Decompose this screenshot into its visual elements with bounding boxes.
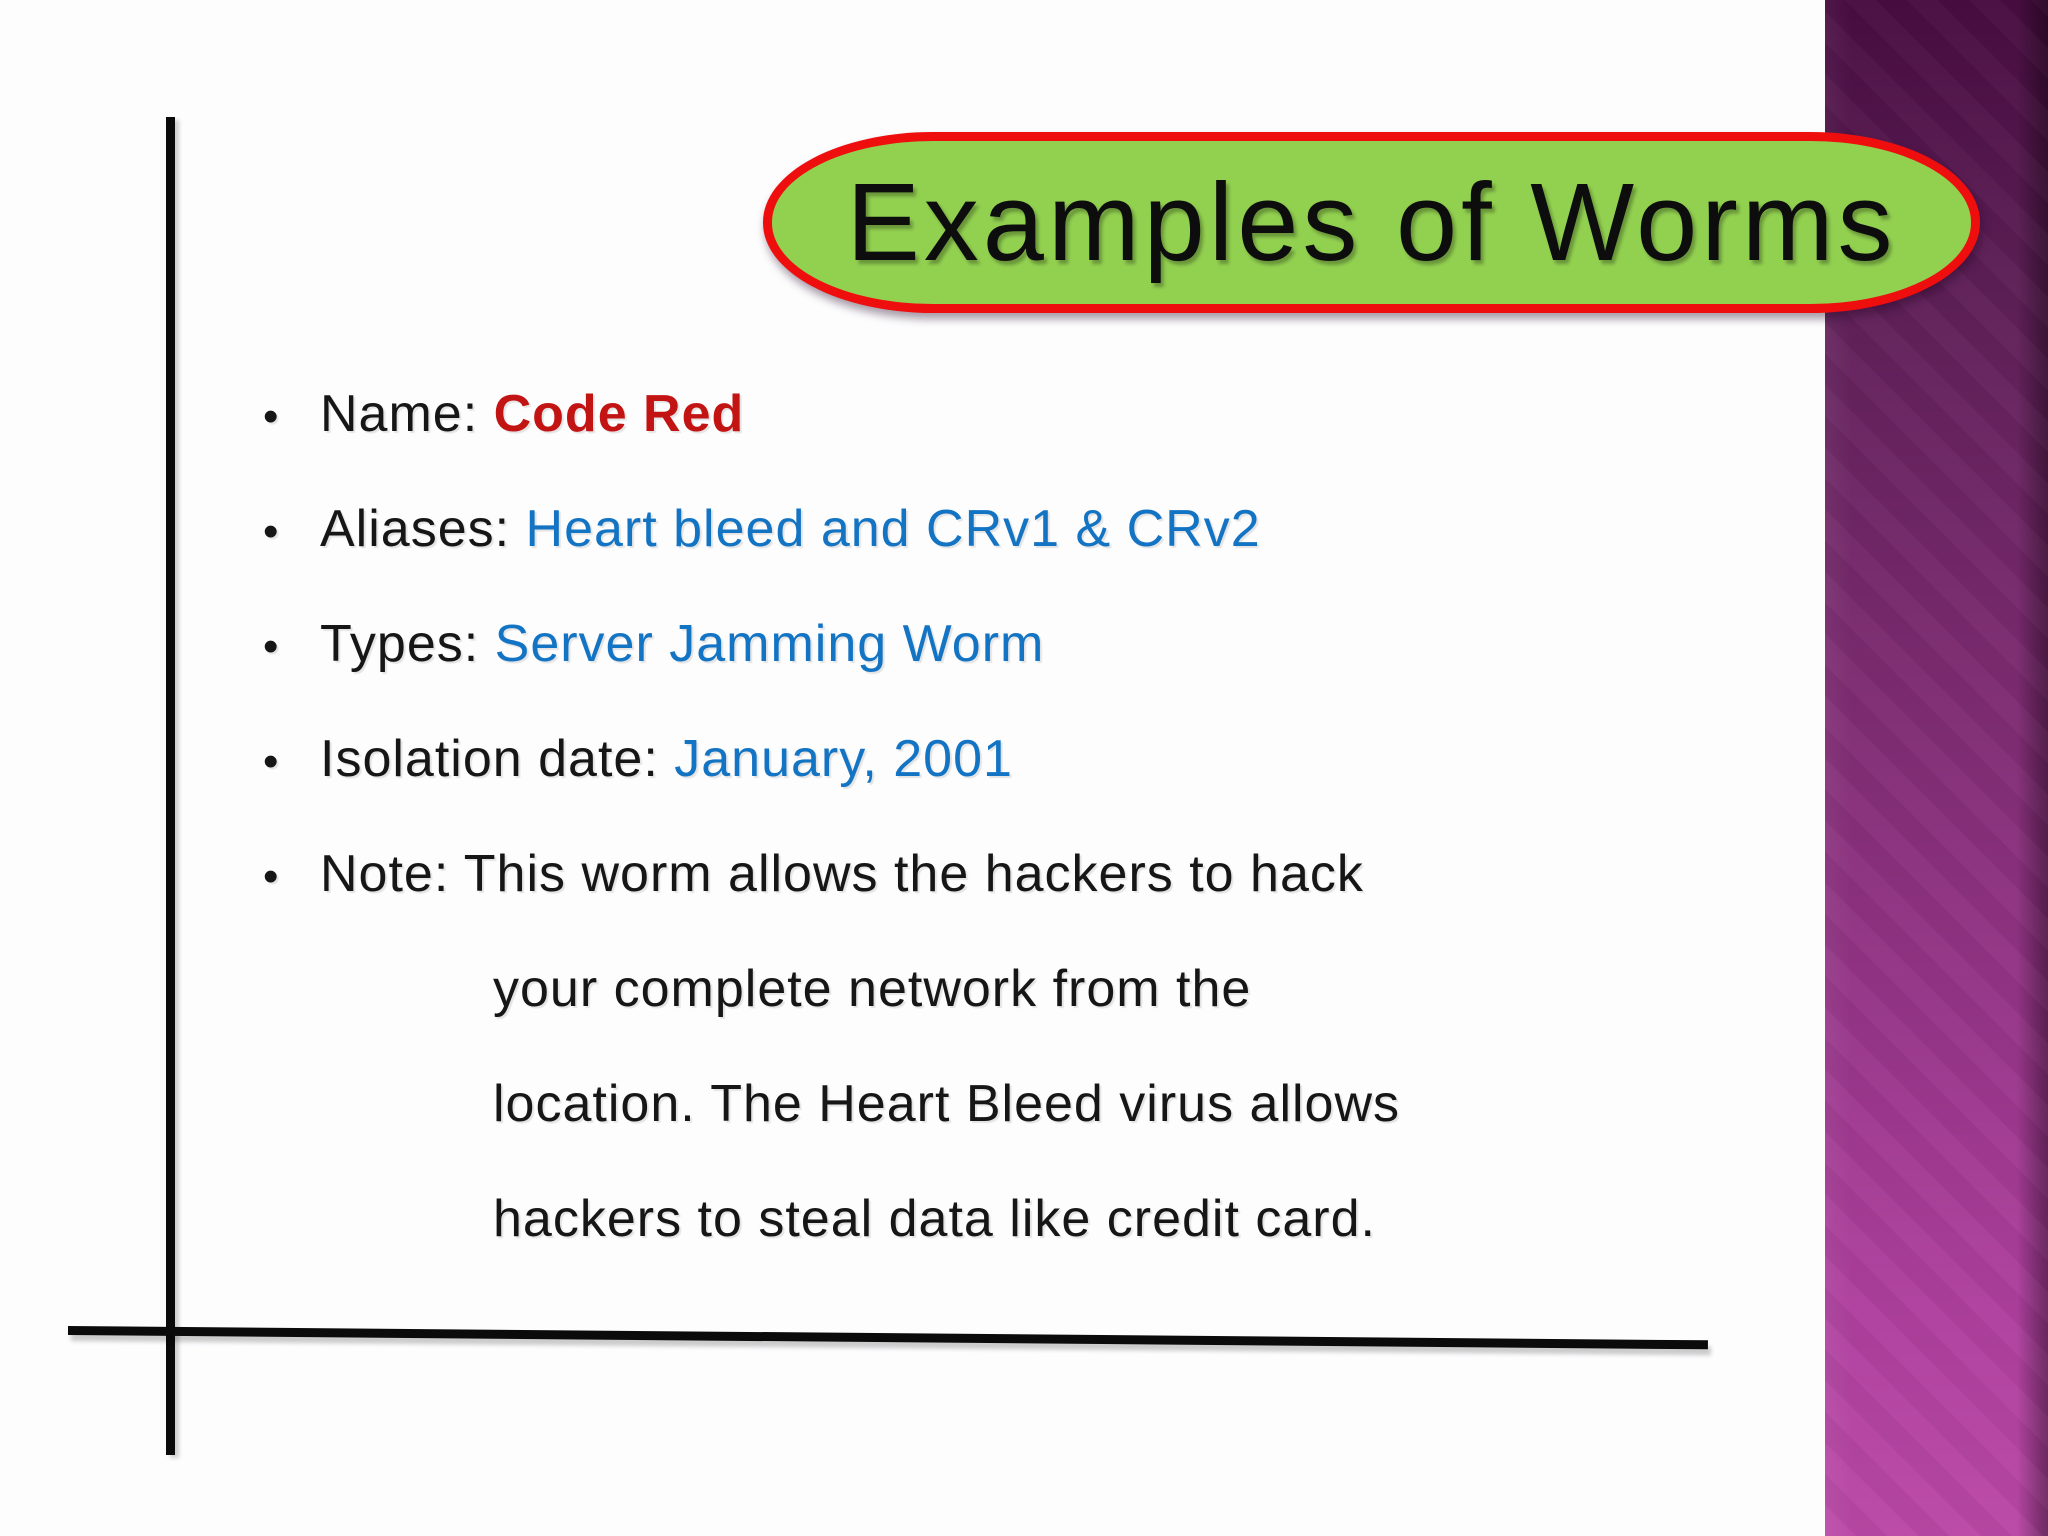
slide-title: Examples of Worms	[846, 160, 1897, 284]
bullet-text-segment: location. The Heart Bleed virus allows	[493, 1075, 1401, 1133]
bullet-text-segment: Note: This worm allows the hackers to ha…	[320, 845, 1364, 903]
bullet-list: • Name: Code Red • Aliases: Heart bleed and…	[263, 385, 1743, 1305]
title-oval: Examples of Worms	[763, 132, 1980, 313]
bullet-text-segment: Server Jamming Worm	[494, 615, 1045, 673]
bullet-item: • Aliases: Heart bleed and CRv1 & CRv2	[263, 500, 1743, 615]
bullet-text-segment: hackers to steal data like credit card.	[493, 1190, 1376, 1248]
bullet-icon: •	[263, 737, 280, 786]
bullet-continuation-line: location. The Heart Bleed virus allows	[263, 1075, 1743, 1190]
bullet-icon: •	[263, 392, 280, 441]
bullet-item: • Types: Server Jamming Worm	[263, 615, 1743, 730]
bullet-text-segment: Heart bleed and CRv1 & CRv2	[525, 500, 1261, 558]
bullet-text-segment: January, 2001	[674, 730, 1013, 788]
bullet-text-segment: Isolation date:	[320, 730, 675, 788]
bullet-text-segment: Aliases:	[320, 500, 526, 558]
bullet-icon: •	[263, 852, 280, 901]
bullet-text-segment: Name:	[320, 385, 494, 443]
bullet-icon: •	[263, 622, 280, 671]
bullet-continuation-line: hackers to steal data like credit card.	[263, 1190, 1743, 1305]
bullet-item: • Name: Code Red	[263, 385, 1743, 500]
bullet-continuation-line: your complete network from the	[263, 960, 1743, 1075]
horizontal-accent-line	[67, 1326, 1708, 1350]
vertical-accent-line	[166, 117, 175, 1455]
bullet-item: • Isolation date: January, 2001	[263, 730, 1743, 845]
bullet-item: • Note: This worm allows the hackers to h…	[263, 845, 1743, 960]
bullet-text-segment: Code Red	[493, 385, 745, 443]
bullet-text-segment: your complete network from the	[493, 960, 1252, 1018]
bullet-text-segment: Types:	[320, 615, 495, 673]
bullet-icon: •	[263, 507, 280, 556]
